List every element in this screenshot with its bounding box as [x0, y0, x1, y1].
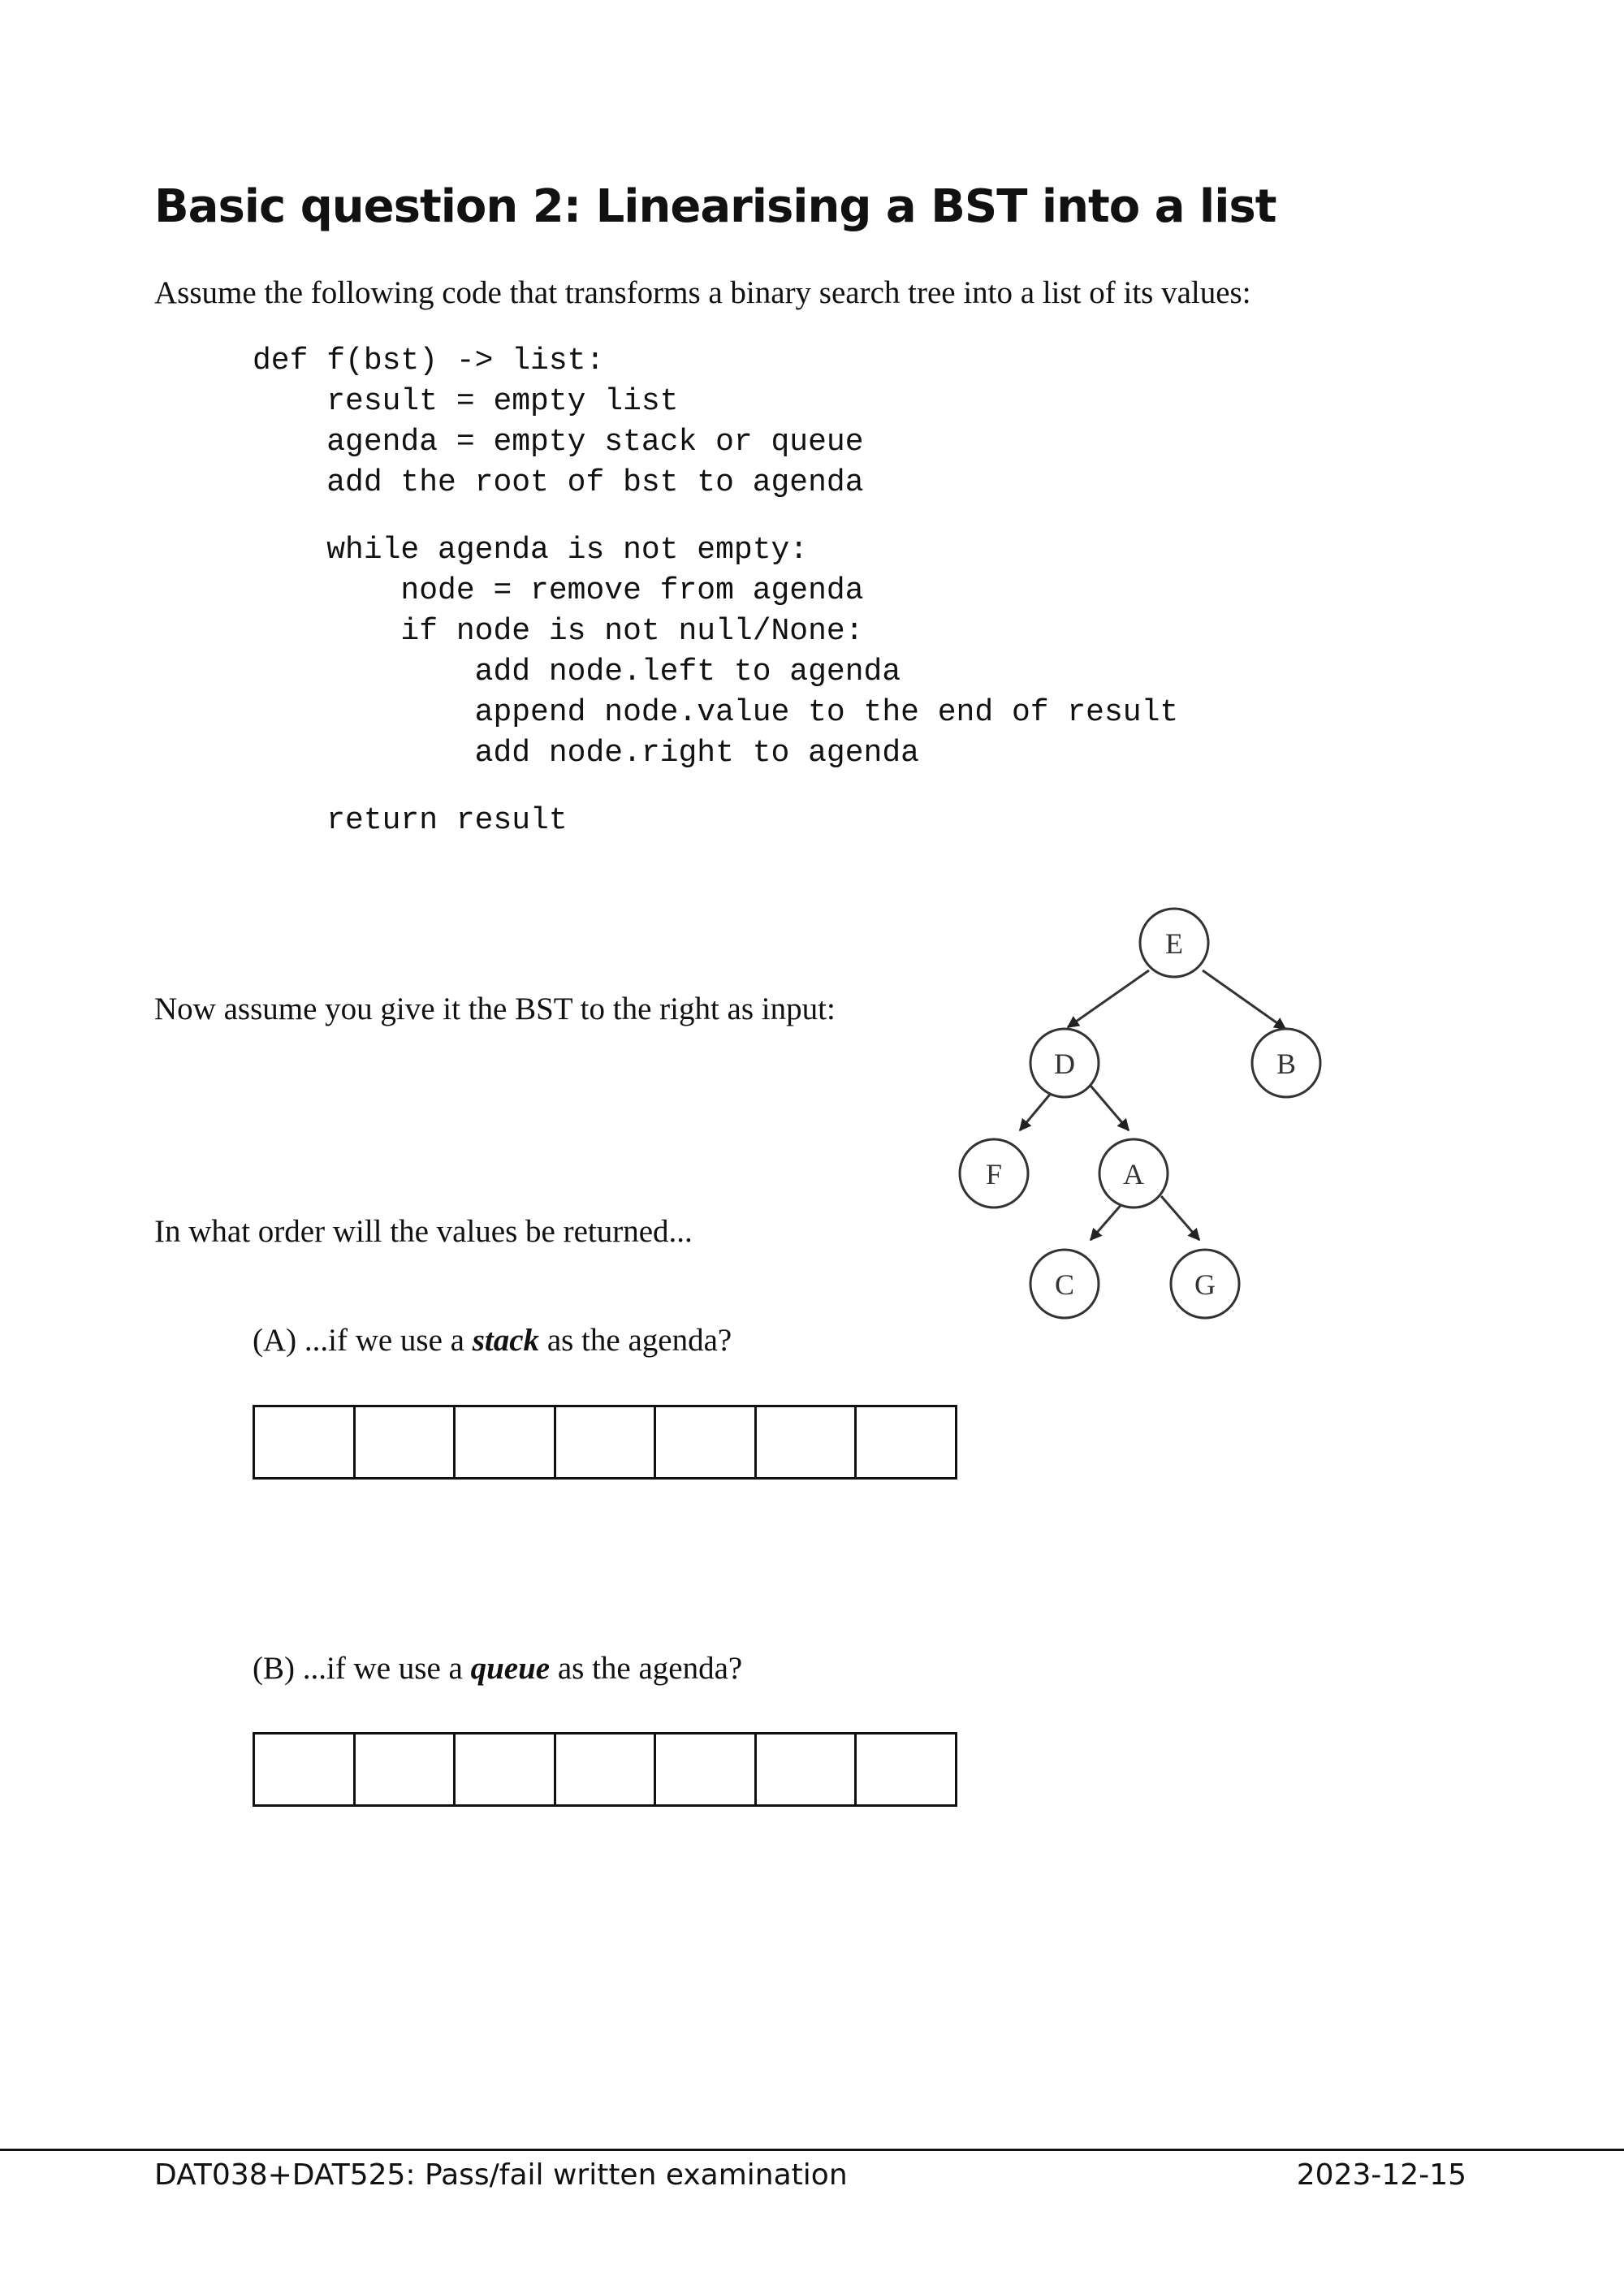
answer-cell[interactable]: [857, 1735, 955, 1804]
tree-node: [1250, 1027, 1322, 1099]
question-a-prefix: (A) ...if we use a: [253, 1323, 473, 1358]
code-line: agenda = empty stack or queue: [253, 425, 864, 460]
tree-edge: [1066, 969, 1150, 1029]
answer-cell[interactable]: [255, 1735, 356, 1804]
tree-node: [1138, 907, 1210, 979]
footer-divider: [0, 2149, 1624, 2151]
tree-node-label: A: [1123, 1158, 1144, 1190]
tree-node: [1029, 1027, 1100, 1099]
tree-node-label: C: [1055, 1268, 1074, 1301]
answer-cell[interactable]: [556, 1407, 657, 1477]
order-question: In what order will the values be returne…: [154, 1214, 693, 1249]
tree-node-label: E: [1165, 927, 1183, 960]
question-a-emphasis: stack: [472, 1323, 540, 1358]
answer-boxes-b: [253, 1732, 957, 1807]
tree-node-label: G: [1194, 1268, 1216, 1301]
code-line: add the root of bst to agenda: [253, 465, 864, 500]
input-text: Now assume you give it the BST to the ri…: [154, 991, 836, 1026]
tree-node-label: B: [1276, 1048, 1296, 1080]
answer-cell[interactable]: [456, 1735, 556, 1804]
code-block: def f(bst) -> list: result = empty list …: [253, 341, 1178, 841]
code-line: def f(bst) -> list:: [253, 343, 605, 378]
code-line: add node.left to agenda: [253, 655, 901, 689]
page-title: Basic question 2: Linearising a BST into…: [154, 180, 1276, 233]
question-b-prefix: (B) ...if we use a: [253, 1651, 471, 1686]
code-line: add node.right to agenda: [253, 736, 919, 771]
tree-edge: [1160, 1195, 1201, 1242]
answer-cell[interactable]: [456, 1407, 556, 1477]
tree-node-label: D: [1054, 1048, 1075, 1080]
code-line: return result: [253, 803, 568, 838]
answer-cell[interactable]: [757, 1735, 857, 1804]
code-line: node = remove from agenda: [253, 573, 864, 608]
question-b: (B) ...if we use a queue as the agenda?: [253, 1650, 742, 1687]
footer-course: DAT038+DAT525: Pass/fail written examina…: [154, 2158, 848, 2192]
answer-cell[interactable]: [656, 1735, 757, 1804]
tree-node: [1169, 1248, 1241, 1320]
footer-date: 2023-12-15: [1296, 2158, 1466, 2192]
question-b-suffix: as the agenda?: [550, 1651, 743, 1686]
answer-cell[interactable]: [356, 1735, 456, 1804]
answer-cell[interactable]: [757, 1407, 857, 1477]
tree-edge: [1089, 1085, 1130, 1132]
answer-cell[interactable]: [356, 1407, 456, 1477]
answer-cell[interactable]: [656, 1407, 757, 1477]
question-a: (A) ...if we use a stack as the agenda?: [253, 1322, 732, 1359]
question-b-emphasis: queue: [470, 1651, 551, 1686]
code-line: result = empty list: [253, 384, 679, 419]
tree-edge: [1202, 969, 1287, 1030]
answer-cell[interactable]: [857, 1407, 955, 1477]
tree-node: [1098, 1138, 1169, 1209]
answer-boxes-a: [253, 1405, 957, 1480]
tree-node: [1029, 1248, 1100, 1320]
tree-node: [958, 1138, 1030, 1209]
bst-diagram: E D B F A C G: [958, 907, 1322, 1320]
code-line: append node.value to the end of result: [253, 695, 1179, 730]
code-line: while agenda is not empty:: [253, 533, 809, 568]
code-line: if node is not null/None:: [253, 614, 864, 649]
intro-text: Assume the following code that transform…: [154, 275, 1251, 310]
question-a-suffix: as the agenda?: [539, 1323, 732, 1358]
tree-node-label: F: [986, 1158, 1002, 1190]
answer-cell[interactable]: [255, 1407, 356, 1477]
answer-cell[interactable]: [556, 1735, 657, 1804]
